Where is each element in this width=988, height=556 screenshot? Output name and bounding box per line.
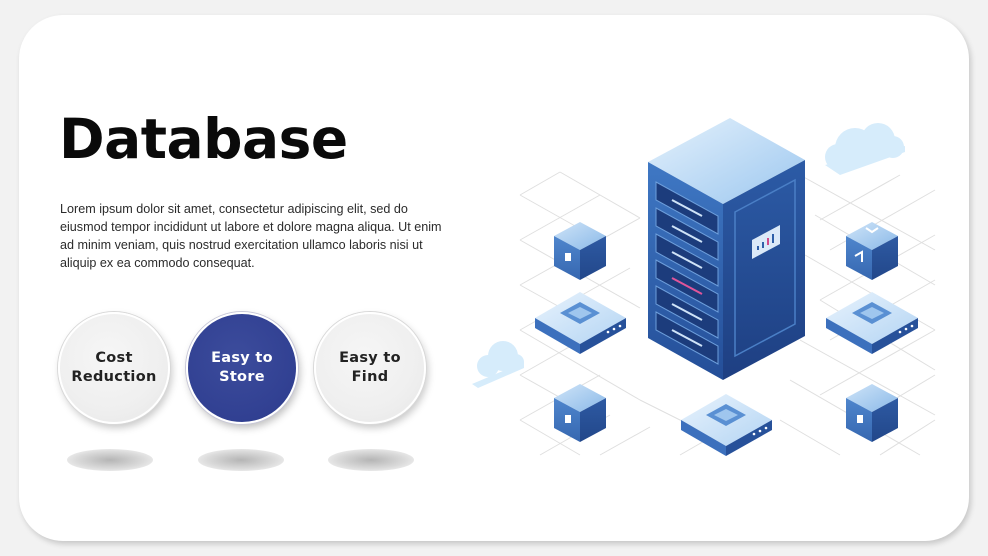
feature-easy-to-find[interactable]: Easy to Find: [314, 312, 426, 424]
cloud-icon: [825, 123, 905, 175]
feature-label: Cost Reduction: [71, 350, 157, 385]
database-server-icon: [472, 118, 936, 456]
drive-icon: [826, 292, 918, 354]
feature-easy-to-store[interactable]: Easy to Store: [186, 312, 298, 424]
server-tower-icon: [648, 118, 805, 380]
feature-label: Easy to Find: [339, 350, 401, 385]
cube-icon: [846, 384, 898, 442]
drive-icon: [535, 292, 626, 354]
drive-icon: [681, 394, 772, 456]
circle-shadow: [328, 449, 414, 471]
page-title: Database: [59, 107, 348, 171]
cloud-icon: [472, 341, 524, 388]
feature-label: Easy to Store: [211, 350, 273, 385]
description-text: Lorem ipsum dolor sit amet, consectetur …: [60, 202, 442, 270]
cube-icon: [554, 384, 606, 442]
circle-shadow: [67, 449, 153, 471]
circle-shadow: [198, 449, 284, 471]
cube-icon: [554, 222, 606, 280]
slide-card: [19, 15, 969, 541]
feature-cost-reduction[interactable]: Cost Reduction: [58, 312, 170, 424]
cube-icon: [846, 222, 898, 280]
